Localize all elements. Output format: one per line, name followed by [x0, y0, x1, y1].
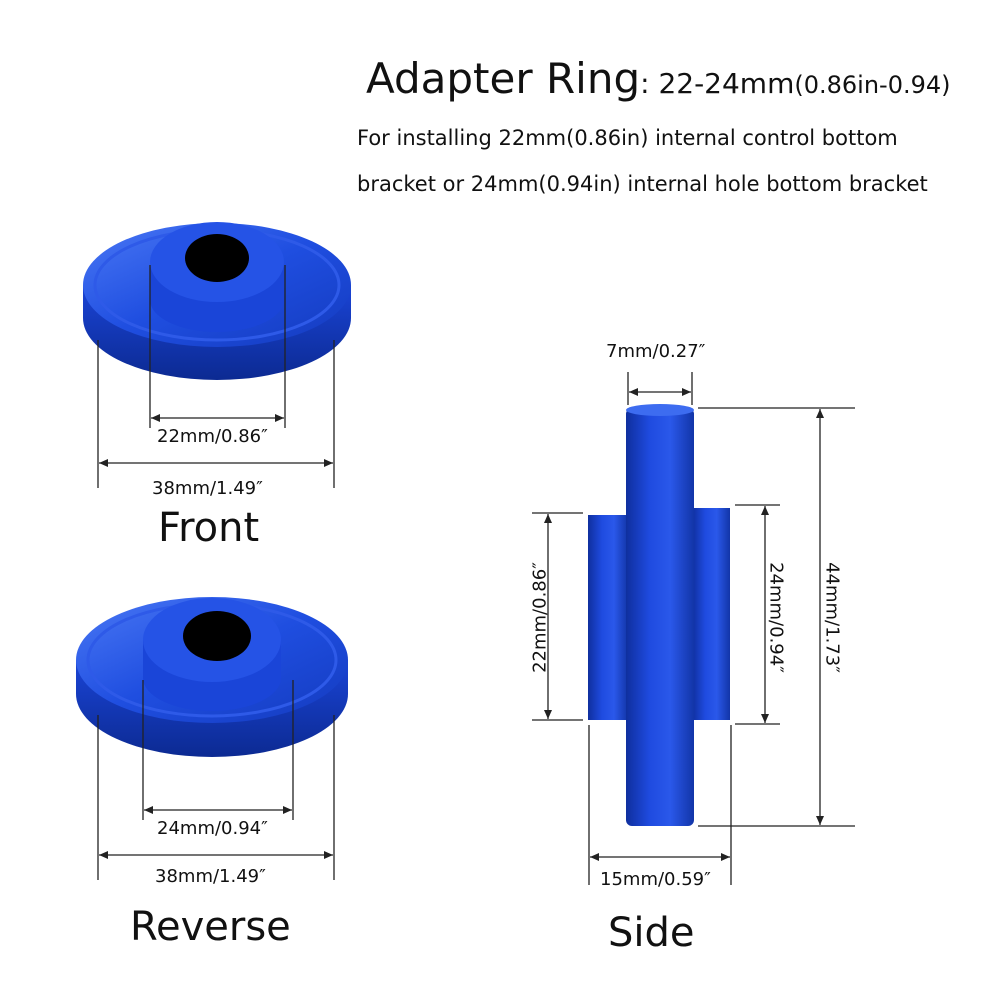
front-ring — [83, 222, 351, 380]
side-ring — [588, 404, 730, 826]
reverse-outer-dimension: 38mm/1.49″ — [155, 866, 266, 887]
front-view-label: Front — [158, 505, 260, 551]
side-height-dimension: 44mm/1.73″ — [821, 562, 843, 673]
side-view-label: Side — [608, 910, 695, 956]
description-line-1: For installing 22mm(0.86in) internal con… — [357, 126, 898, 150]
side-width-dimension: 15mm/0.59″ — [600, 869, 711, 890]
description-line-2: bracket or 24mm(0.94in) internal hole bo… — [357, 172, 928, 196]
reverse-inner-dimension: 24mm/0.94″ — [157, 818, 268, 839]
dimension-arrows — [99, 388, 824, 861]
dimension-lines — [97, 265, 855, 885]
reverse-view-label: Reverse — [130, 904, 291, 950]
front-inner-dimension: 22mm/0.86″ — [157, 426, 268, 447]
side-middle-dimension: 24mm/0.94″ — [765, 562, 787, 673]
title-inch: (0.86in-0.94) — [794, 71, 951, 99]
side-thickness-dimension: 7mm/0.27″ — [606, 341, 706, 362]
side-left-dimension: 22mm/0.86″ — [529, 562, 551, 673]
reverse-ring — [76, 597, 348, 757]
title-size: : 22-24mm — [640, 67, 795, 100]
title-main: Adapter Ring — [366, 54, 641, 103]
page-title: Adapter Ring: 22-24mm(0.86in-0.94) — [366, 54, 951, 103]
front-outer-dimension: 38mm/1.49″ — [152, 478, 263, 499]
